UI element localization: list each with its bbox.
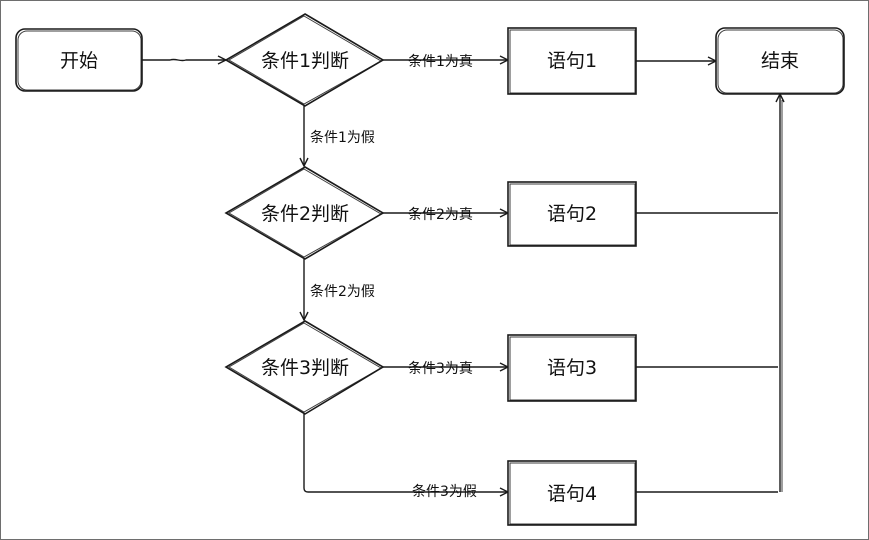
cond3-label: 条件3判断 — [261, 357, 349, 379]
edge-cond3-false — [303, 414, 508, 492]
cond1-label: 条件1判断 — [261, 50, 349, 72]
stmt3-process: 语句3 — [507, 334, 637, 402]
c3-true-label: 条件3为真 — [408, 360, 473, 377]
c1-true-label: 条件1为真 — [408, 53, 473, 70]
cond1-decision: 条件1判断 — [224, 13, 385, 107]
stmt4-label: 语句4 — [547, 483, 597, 505]
c2-true-label: 条件2为真 — [408, 206, 473, 223]
cond3-decision: 条件3判断 — [224, 320, 385, 415]
stmt2-process: 语句2 — [507, 181, 637, 247]
c1-false-label: 条件1为假 — [310, 129, 375, 146]
stmt1-process: 语句1 — [507, 27, 637, 95]
c3-false-label: 条件3为假 — [412, 483, 477, 500]
end-label: 结束 — [761, 50, 799, 72]
edge-start-to-cond1 — [142, 59, 226, 60]
end-node: 结束 — [715, 27, 845, 95]
start-label: 开始 — [60, 50, 98, 72]
stmt3-label: 语句3 — [547, 357, 597, 379]
start-node: 开始 — [15, 28, 143, 92]
stmt2-label: 语句2 — [547, 203, 597, 225]
cond2-decision: 条件2判断 — [224, 166, 385, 260]
stmt4-process: 语句4 — [507, 460, 637, 526]
cond2-label: 条件2判断 — [261, 203, 349, 225]
stmt1-label: 语句1 — [547, 50, 597, 72]
c2-false-label: 条件2为假 — [310, 283, 375, 300]
